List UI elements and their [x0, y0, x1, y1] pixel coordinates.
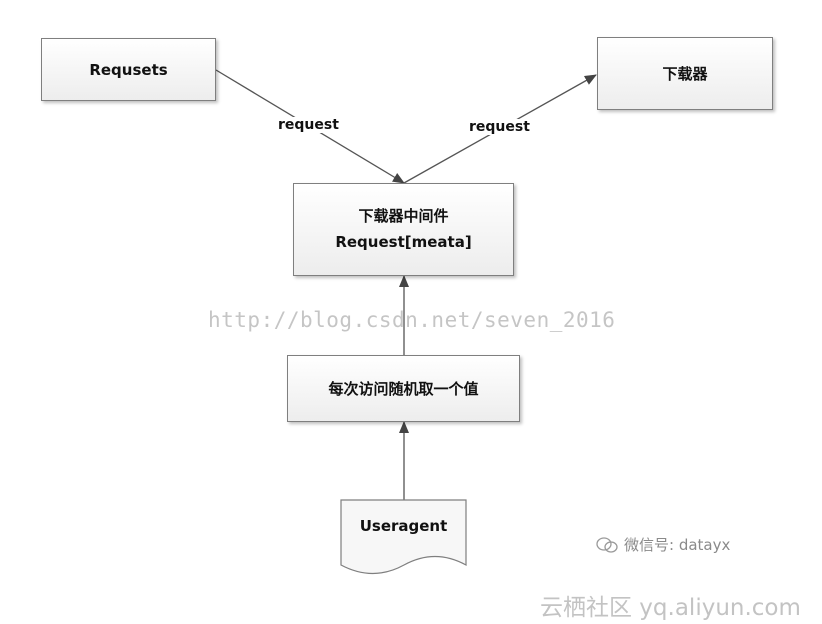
wechat-icon: [596, 536, 618, 553]
useragent-document-shape: [340, 499, 467, 574]
edge-label-left: request: [276, 117, 341, 133]
edge-label-right: request: [467, 119, 532, 135]
random-value-label: 每次访问随机取一个值: [328, 380, 479, 398]
downloader-node: 下载器: [597, 37, 773, 110]
url-watermark: http://blog.csdn.net/seven_2016: [208, 308, 616, 332]
middleware-subtitle: Request[meata]: [335, 232, 472, 251]
downloader-label: 下载器: [662, 65, 708, 83]
useragent-label: Useragent: [359, 517, 448, 535]
random-value-node: 每次访问随机取一个值: [287, 355, 520, 422]
wechat-text: 微信号: datayx: [624, 536, 731, 554]
middleware-title: 下载器中间件: [358, 207, 449, 225]
wechat-watermark: 微信号: datayx: [596, 534, 730, 555]
requsets-label: Requsets: [89, 60, 168, 79]
site-watermark: 云栖社区 yq.aliyun.com: [540, 595, 801, 621]
downloader-middleware-node: 下载器中间件 Request[meata]: [293, 183, 514, 276]
requsets-node: Requsets: [41, 38, 216, 101]
